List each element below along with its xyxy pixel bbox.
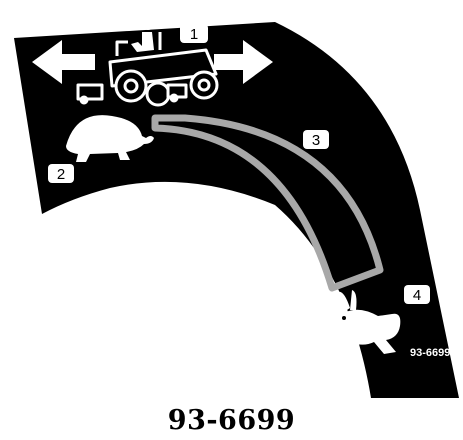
callout-4-label: 4 [413, 287, 421, 304]
decal-background [14, 22, 459, 398]
callout-3: 3 [303, 130, 329, 149]
callout-1-label: 1 [190, 26, 198, 43]
decal-caption: 93-6699 [0, 404, 463, 438]
callout-2-label: 2 [57, 166, 65, 183]
callout-4: 4 [404, 285, 430, 304]
decal-part-number: 93-6699 [410, 347, 450, 359]
callout-1: 1 [180, 24, 208, 43]
callout-2: 2 [48, 164, 74, 183]
callout-3-label: 3 [312, 132, 320, 149]
